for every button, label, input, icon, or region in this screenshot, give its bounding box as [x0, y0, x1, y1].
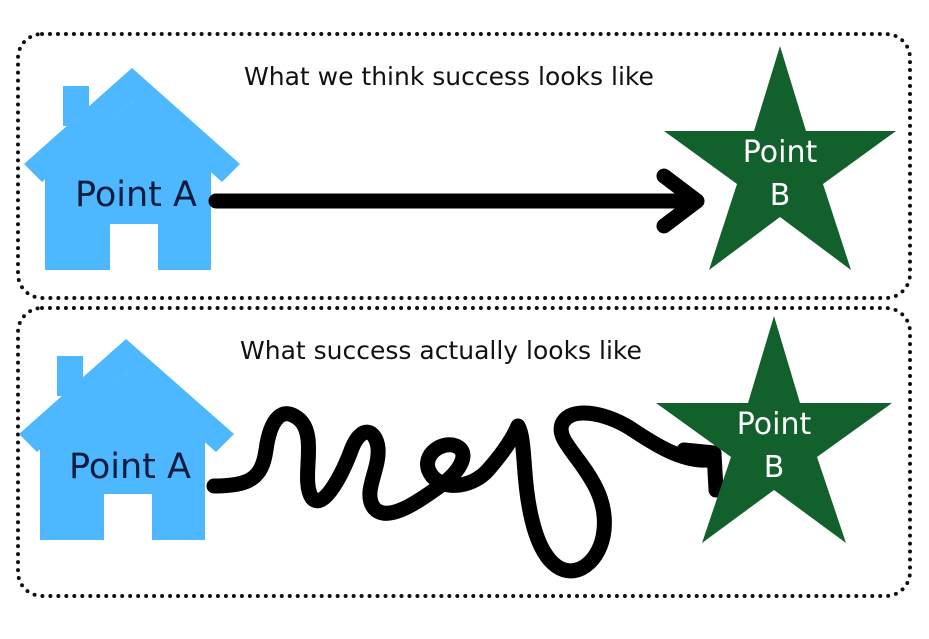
end-label-bottom-line1: Point: [737, 407, 812, 442]
end-label-top-line2: B: [770, 178, 791, 213]
expectation-caption: What we think success looks like: [244, 62, 654, 91]
end-label-top-line1: Point: [743, 135, 818, 170]
star-icon-bottom: [656, 316, 892, 543]
house-icon-top: [24, 68, 240, 272]
star-icon-top: [664, 46, 896, 270]
start-label-bottom: Point A: [69, 447, 191, 487]
reality-caption: What success actually looks like: [240, 336, 642, 365]
start-label-top: Point A: [75, 175, 197, 215]
end-label-bottom-line2: B: [764, 450, 785, 485]
winding-arrow: [206, 405, 724, 579]
straight-arrow: [208, 168, 705, 234]
house-icon-bottom: [19, 339, 234, 542]
reality-panel: [16, 306, 912, 598]
expectation-panel: [16, 32, 912, 300]
